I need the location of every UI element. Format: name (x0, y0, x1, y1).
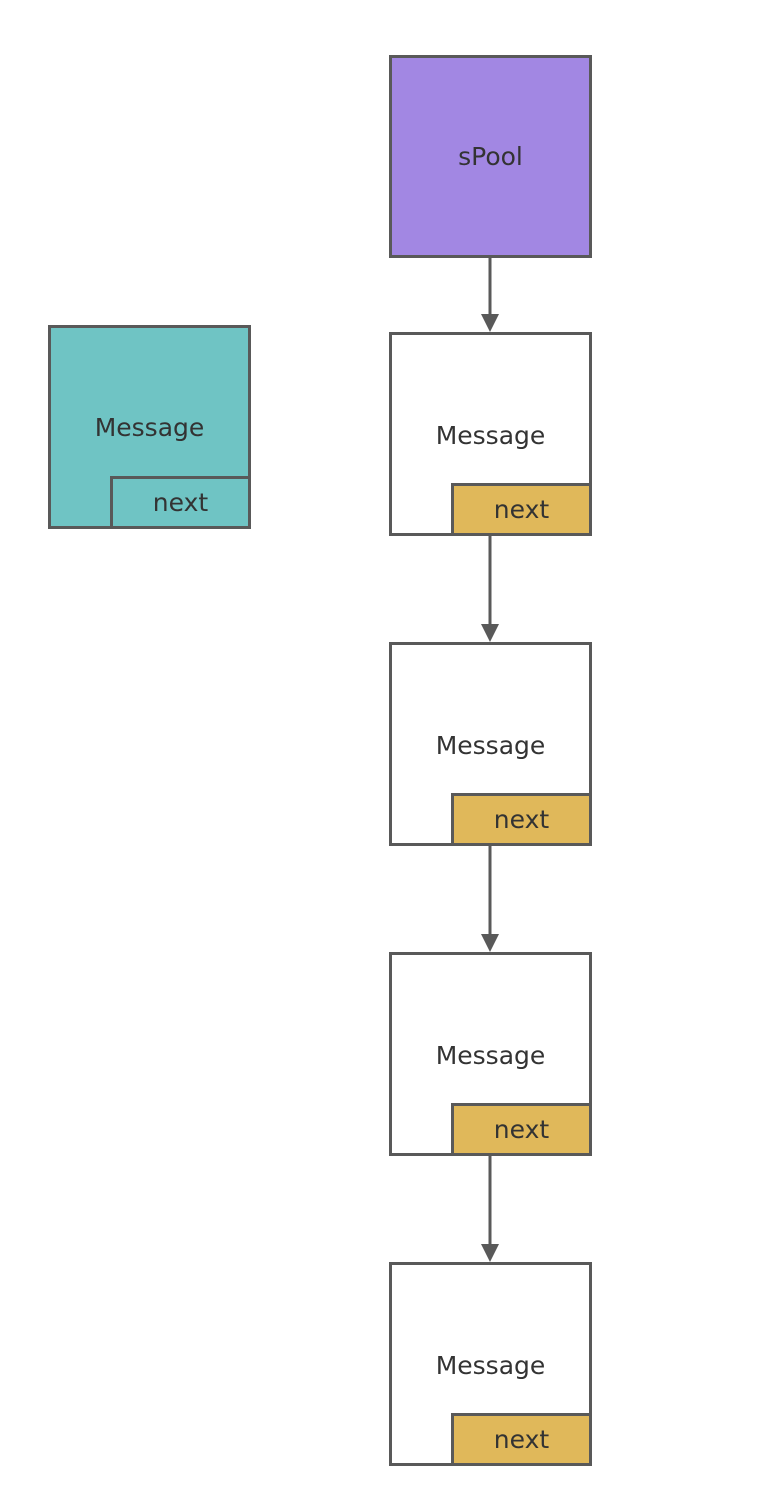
pool-message-label-2: Message (435, 731, 546, 760)
pool-message-next-label-2: next (493, 805, 550, 834)
pool-message-node-1: Message next (389, 332, 592, 536)
arrow-message-3-to-message-4 (481, 1154, 499, 1262)
pool-message-node-3: Message next (389, 952, 592, 1156)
pool-message-label-3: Message (435, 1041, 546, 1070)
detached-message-label: Message (94, 413, 205, 442)
pool-message-next-field-4: next (451, 1413, 589, 1463)
detached-message-next-field: next (110, 476, 248, 526)
pool-message-next-label-1: next (493, 495, 550, 524)
spool-label: sPool (458, 142, 523, 171)
pool-message-next-field-3: next (451, 1103, 589, 1153)
pool-message-label-4: Message (435, 1351, 546, 1380)
spool-head-box: sPool (389, 55, 592, 258)
pool-message-node-4: Message next (389, 1262, 592, 1466)
pool-message-next-label-3: next (493, 1115, 550, 1144)
detached-message-box: Message next (48, 325, 251, 529)
detached-message-next-label: next (152, 488, 209, 517)
pool-message-next-field-2: next (451, 793, 589, 843)
pool-message-label-1: Message (435, 421, 546, 450)
arrow-message-2-to-message-3 (481, 844, 499, 952)
pool-message-next-label-4: next (493, 1425, 550, 1454)
pool-message-node-2: Message next (389, 642, 592, 846)
arrow-message-1-to-message-2 (481, 534, 499, 642)
pool-message-next-field-1: next (451, 483, 589, 533)
arrow-spool-to-message-1 (481, 256, 499, 332)
